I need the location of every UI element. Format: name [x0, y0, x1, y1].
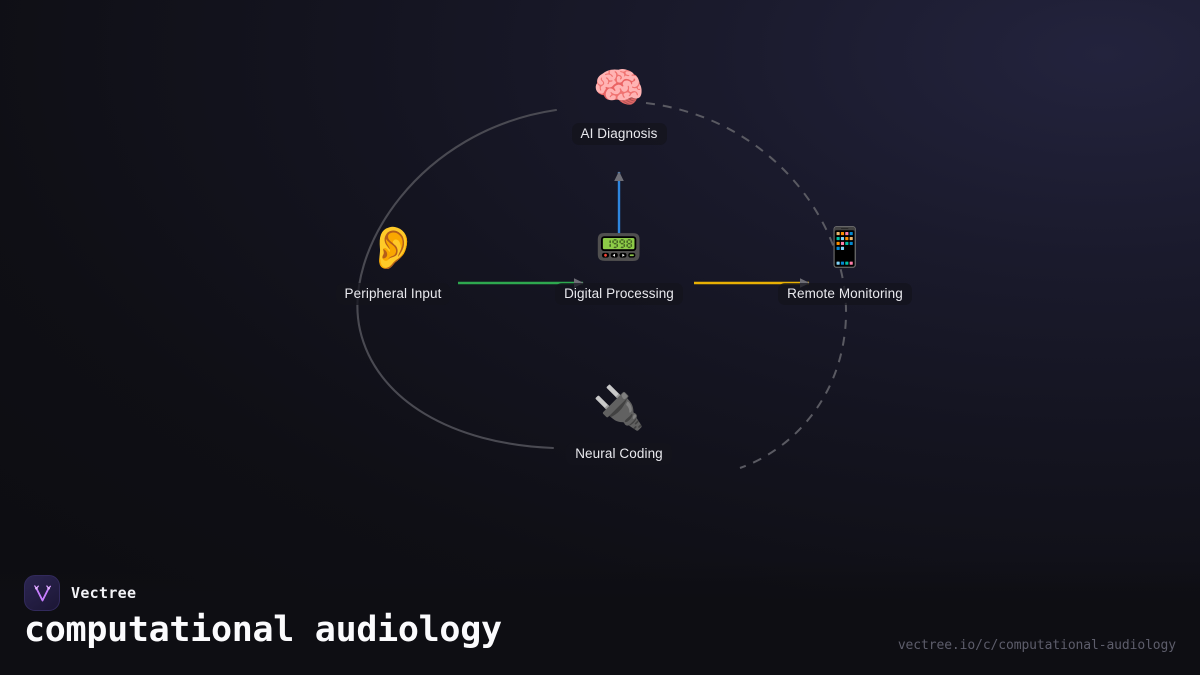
mobile-phone-icon: 📱 — [821, 227, 869, 269]
node-digital-processing[interactable]: 📟 Digital Processing — [524, 225, 714, 305]
node-label-neural-coding: Neural Coding — [566, 443, 672, 465]
node-neural-coding[interactable]: 🔌 Neural Coding — [524, 385, 714, 465]
node-label-digital-processing: Digital Processing — [555, 283, 683, 305]
brand[interactable]: Vectree — [24, 575, 136, 611]
node-label-peripheral-input: Peripheral Input — [335, 283, 451, 305]
node-remote-monitoring[interactable]: 📱 Remote Monitoring — [750, 225, 940, 305]
node-peripheral-input[interactable]: 👂 Peripheral Input — [298, 225, 488, 305]
footer-bar: Vectree computational audiology vectree.… — [0, 560, 1200, 675]
node-ai-diagnosis[interactable]: 🧠 AI Diagnosis — [524, 65, 714, 145]
plug-icon: 🔌 — [592, 384, 646, 431]
pager-icon: 📟 — [595, 227, 643, 269]
node-label-ai-diagnosis: AI Diagnosis — [571, 123, 667, 145]
ear-icon: 👂 — [366, 224, 420, 271]
node-label-remote-monitoring: Remote Monitoring — [778, 283, 912, 305]
page-title: computational audiology — [24, 610, 502, 650]
vectree-v-logo-icon — [24, 575, 60, 611]
edge-ai-to-neural-left — [356, 108, 558, 450]
brain-icon: 🧠 — [592, 64, 646, 111]
page-url: vectree.io/c/computational-audiology — [897, 638, 1176, 653]
brand-name: Vectree — [71, 584, 137, 602]
